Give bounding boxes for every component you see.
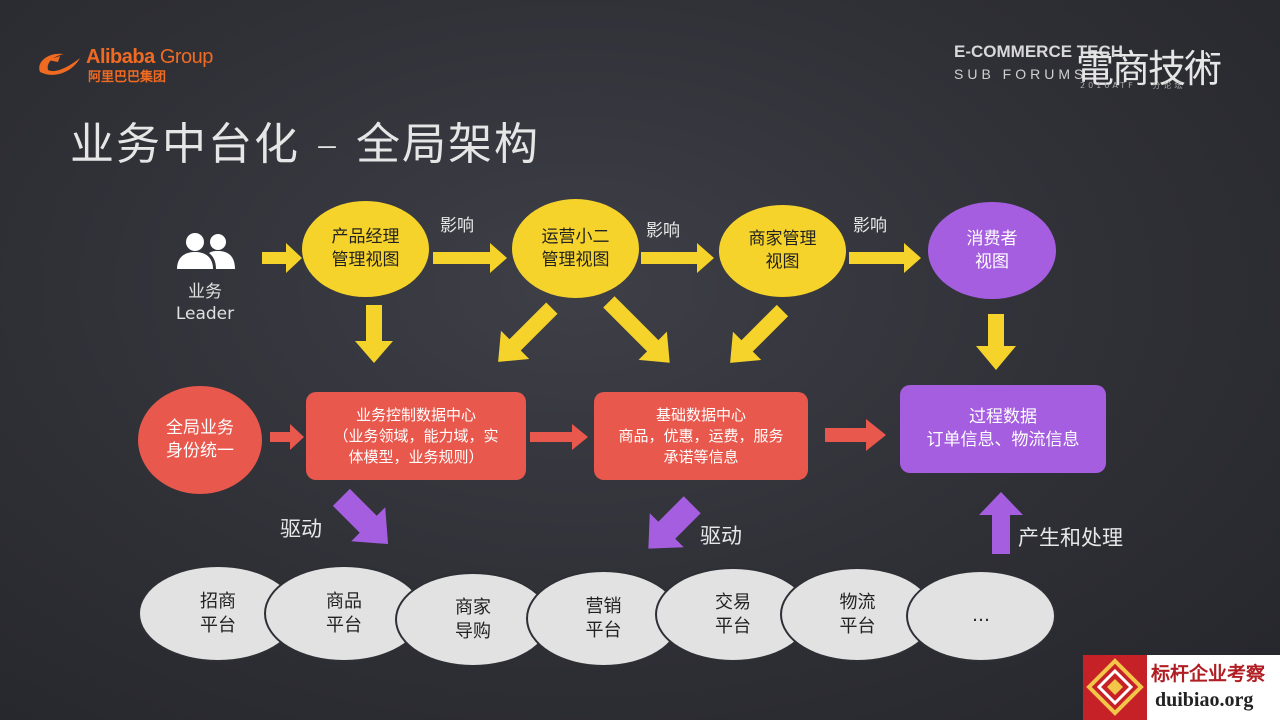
drive-label-1: 驱动 — [280, 517, 322, 541]
page-title: 业务中台化 – 全局架构 — [70, 119, 540, 170]
arrow-produce-up — [979, 492, 1023, 554]
users-icon — [177, 233, 235, 269]
alibaba-logo: Alibaba Group 阿里巴巴集团 — [34, 44, 254, 85]
diamond-logo-icon — [1083, 655, 1147, 720]
user-label: 业务 Leader — [175, 282, 235, 324]
platform-ellipse-more: … — [906, 570, 1056, 662]
influence-label-2: 影响 — [646, 221, 680, 241]
influence-label-3: 影响 — [853, 216, 887, 236]
watermark-url: duibiao.org — [1155, 689, 1254, 711]
arrow-pm-down — [355, 305, 393, 363]
arrow-merchant-to-basic — [730, 304, 789, 363]
arrow-basic-to-process — [825, 419, 886, 451]
arrow-consumer-down — [976, 314, 1016, 370]
arrow-identity-to-control — [270, 424, 304, 450]
ecom-logo-line1: E-COMMERCE TECH — [954, 42, 1124, 61]
arrow-control-to-basic — [530, 424, 588, 450]
arrow-user-to-pm — [262, 243, 302, 273]
duibiao-watermark: 标杆企业考察 duibiao.org — [1083, 655, 1280, 720]
platform-ellipse-3: 商家 导购 — [395, 572, 551, 667]
consumer-view-node: 消费者 视图 — [928, 202, 1056, 299]
process-data-box: 过程数据 订单信息、物流信息 — [900, 385, 1106, 473]
control-data-center: 业务控制数据中心 （业务领域，能力域，实 体模型，业务规则） — [306, 392, 526, 480]
ecom-logo-line2: SUB FORUMS — [954, 66, 1088, 82]
ecom-logo-year: 2016ATF · 分论坛 — [1080, 81, 1186, 90]
produce-label: 产生和处理 — [1018, 526, 1123, 550]
arrow-pm-to-ops — [433, 243, 507, 273]
alibaba-smile-icon — [39, 53, 80, 75]
platform-ellipse-5: 交易 平台 — [655, 567, 811, 662]
pm-view-node: 产品经理 管理视图 — [302, 201, 429, 297]
arrow-ops-to-merchant — [641, 243, 714, 273]
alibaba-wordmark: Alibaba Group — [86, 46, 213, 68]
ecommerce-tech-logo: E-COMMERCE TECH SUB FORUMS 電商技術 2016ATF … — [950, 38, 1240, 94]
arrow-merchant-to-consumer — [849, 243, 921, 273]
influence-label-1: 影响 — [440, 216, 474, 236]
drive-label-2: 驱动 — [700, 524, 742, 548]
arrow-ops-to-basic — [603, 296, 670, 363]
ops-view-node: 运营小二 管理视图 — [512, 199, 639, 298]
arrow-drive-basic — [648, 496, 701, 549]
identity-node: 全局业务 身份统一 — [138, 386, 262, 494]
alibaba-cn-wordmark: 阿里巴巴集团 — [88, 70, 167, 85]
ecom-logo-cn: 電商技術 — [1076, 47, 1222, 91]
basic-data-center: 基础数据中心 商品，优惠，运费，服务 承诺等信息 — [594, 392, 808, 480]
platform-ellipse-1: 招商 平台 — [138, 565, 298, 662]
watermark-cn: 标杆企业考察 — [1151, 663, 1266, 685]
arrow-drive-control — [332, 488, 389, 545]
merchant-view-node: 商家管理 视图 — [719, 205, 846, 297]
arrow-ops-to-control — [498, 302, 558, 362]
